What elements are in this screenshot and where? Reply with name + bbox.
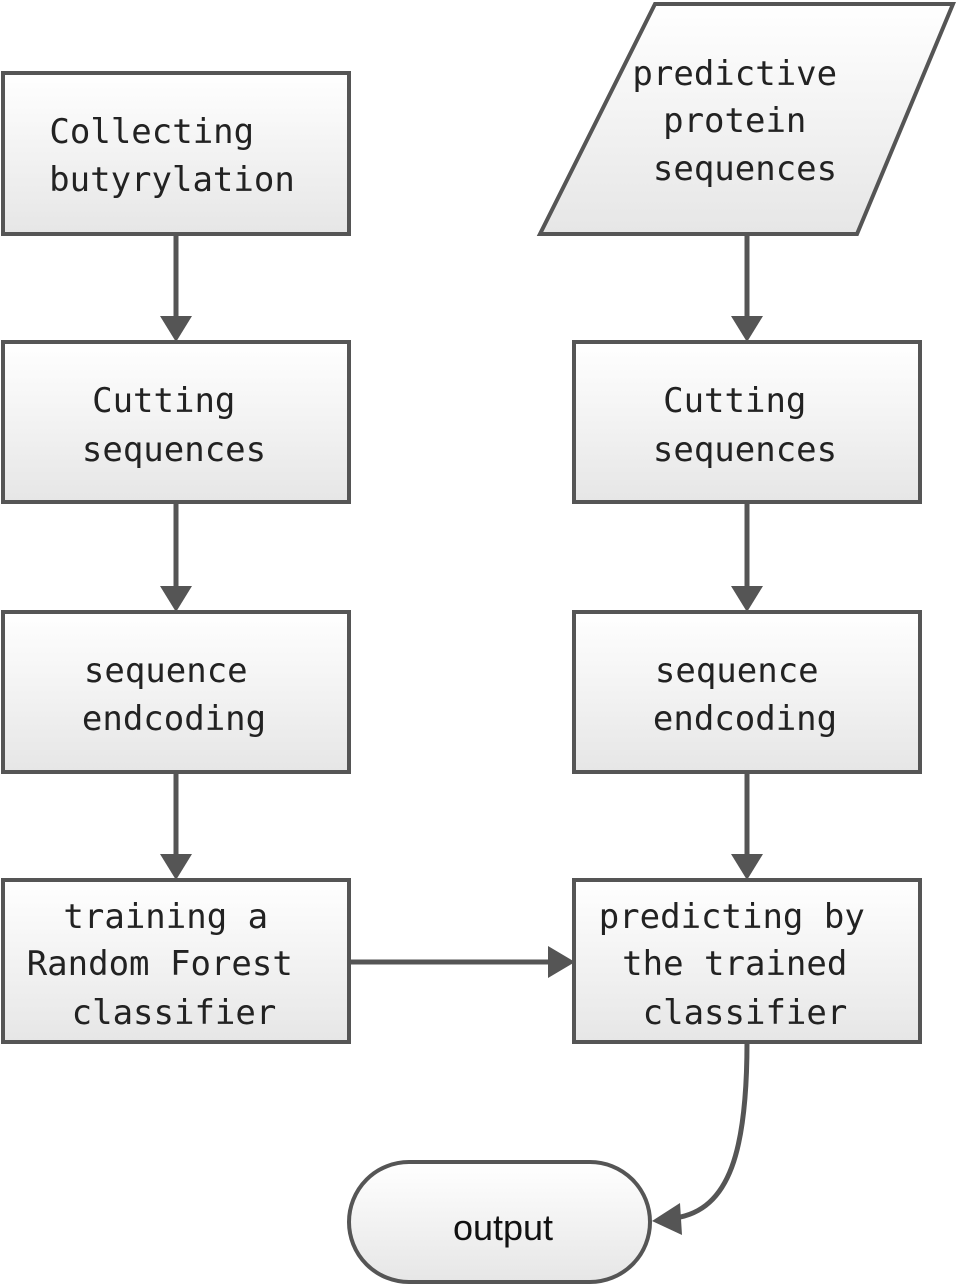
arrowhead-cut-to-encode-right bbox=[731, 586, 763, 612]
node-text: Cutting sequences bbox=[653, 381, 837, 470]
node-text: predicting by the trained classifier bbox=[599, 897, 886, 1033]
node-cut-left-line1: Cutting bbox=[92, 381, 235, 421]
edge-predict-to-output bbox=[674, 1041, 750, 1221]
arrowhead-encode-to-train-left bbox=[160, 854, 192, 880]
arrowhead-encode-to-predict-right bbox=[731, 854, 763, 880]
node-encode-right-line2: endcoding bbox=[653, 699, 837, 739]
output-label: output bbox=[453, 1207, 553, 1248]
node-cutting-sequences-left: Cutting sequences bbox=[1, 340, 351, 504]
node-collecting-butyrylation: Collecting butyrylation bbox=[1, 71, 351, 236]
node-text: sequence endcoding bbox=[82, 651, 268, 739]
node-encode-left-line1: sequence bbox=[84, 651, 248, 691]
node-text: training a Random Forest classifier bbox=[27, 897, 314, 1033]
node-cutting-sequences-right: Cutting sequences bbox=[572, 340, 922, 504]
arrowhead-cut-to-encode-left bbox=[160, 586, 192, 612]
arrowhead-collect-to-cut-left bbox=[160, 316, 192, 342]
node-cut-left-line2: sequences bbox=[82, 430, 266, 470]
node-train-line2: Random Forest bbox=[27, 944, 293, 984]
node-sequence-encoding-left: sequence endcoding bbox=[1, 610, 351, 774]
node-text: predictive protein sequences bbox=[632, 54, 857, 189]
node-collecting-line1: Collecting bbox=[49, 112, 254, 152]
node-text: Collecting butyrylation bbox=[49, 112, 295, 200]
node-input-line2: protein bbox=[663, 101, 806, 141]
node-encode-right-line1: sequence bbox=[655, 651, 819, 691]
node-input-line3: sequences bbox=[653, 149, 837, 189]
node-training-random-forest: training a Random Forest classifier bbox=[1, 878, 351, 1044]
node-predict-line2: the trained bbox=[622, 944, 847, 984]
node-train-line3: classifier bbox=[72, 993, 277, 1033]
node-encode-left-line2: endcoding bbox=[82, 699, 266, 739]
node-predict-line3: classifier bbox=[643, 993, 848, 1033]
node-output-terminal: output bbox=[347, 1160, 652, 1284]
node-sequence-encoding-right: sequence endcoding bbox=[572, 610, 922, 774]
node-input-line1: predictive bbox=[632, 54, 837, 94]
node-text: Cutting sequences bbox=[82, 381, 266, 470]
node-train-line1: training a bbox=[63, 897, 268, 937]
node-cut-right-line1: Cutting bbox=[663, 381, 806, 421]
node-text: sequence endcoding bbox=[653, 651, 839, 739]
node-predictive-protein-sequences: predictive protein sequences bbox=[536, 2, 957, 236]
node-predicting-trained-classifier: predicting by the trained classifier bbox=[572, 878, 922, 1044]
edges bbox=[160, 234, 763, 1235]
arrowhead-predict-to-output bbox=[652, 1203, 682, 1235]
node-predict-line1: predicting by bbox=[599, 897, 865, 937]
arrowhead-train-to-predict bbox=[548, 946, 575, 978]
node-cut-right-line2: sequences bbox=[653, 430, 837, 470]
node-collecting-line2: butyrylation bbox=[49, 160, 295, 200]
arrowhead-input-to-cut-right bbox=[731, 316, 763, 342]
